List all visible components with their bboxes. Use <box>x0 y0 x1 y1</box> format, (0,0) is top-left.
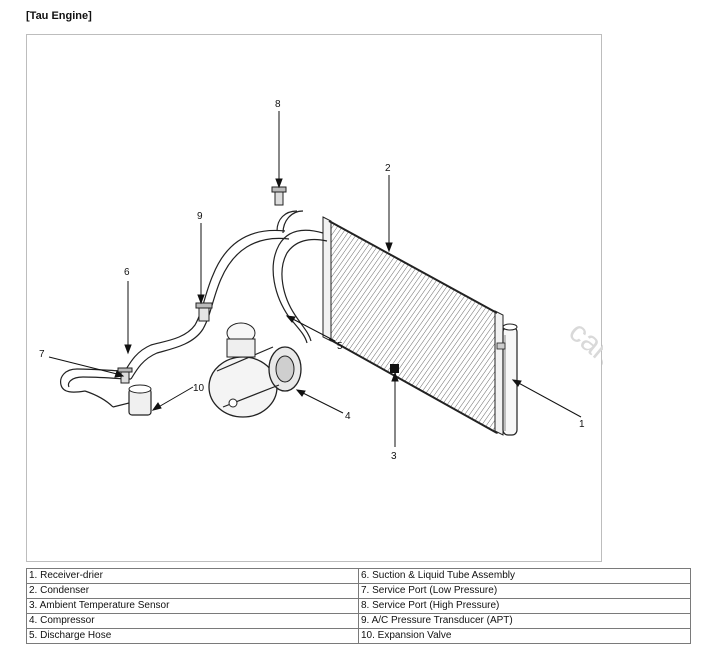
leader-lines <box>48 111 582 447</box>
suction-liquid-tube-assembly <box>60 229 290 408</box>
service-port-high-pressure <box>271 186 287 206</box>
legend-row: 4. Compressor 9. A/C Pressure Transducer… <box>26 613 691 629</box>
section-heading: [Tau Engine] <box>26 10 92 22</box>
diagram-frame: cardiagn.co <box>26 34 603 562</box>
callout-4: 4 <box>345 411 351 422</box>
legend-cell: 8. Service Port (High Pressure) <box>358 598 691 614</box>
ambient-temperature-sensor <box>390 364 399 373</box>
callout-9: 9 <box>197 211 203 222</box>
callout-8: 8 <box>275 99 281 110</box>
legend-cell: 5. Discharge Hose <box>26 628 359 644</box>
callout-3: 3 <box>391 451 397 462</box>
legend-cell: 6. Suction & Liquid Tube Assembly <box>358 568 691 584</box>
receiver-drier <box>496 323 518 436</box>
callout-10: 10 <box>193 383 205 394</box>
callout-1: 1 <box>579 419 585 430</box>
legend-row: 2. Condenser 7. Service Port (Low Pressu… <box>26 583 691 599</box>
condenser <box>322 216 504 436</box>
callout-6: 6 <box>124 267 130 278</box>
compressor <box>208 322 302 418</box>
legend-cell: 9. A/C Pressure Transducer (APT) <box>358 613 691 629</box>
ac-pressure-transducer <box>195 302 213 322</box>
legend-cell: 10. Expansion Valve <box>358 628 691 644</box>
callout-5: 5 <box>337 341 343 352</box>
ac-system-diagram: cardiagn.co <box>39 99 603 462</box>
legend-row: 5. Discharge Hose 10. Expansion Valve <box>26 628 691 644</box>
legend-cell: 1. Receiver-drier <box>26 568 359 584</box>
legend-cell: 4. Compressor <box>26 613 359 629</box>
legend-cell: 3. Ambient Temperature Sensor <box>26 598 359 614</box>
legend-cell: 7. Service Port (Low Pressure) <box>358 583 691 599</box>
legend-cell: 2. Condenser <box>26 583 359 599</box>
legend-row: 3. Ambient Temperature Sensor 8. Service… <box>26 598 691 614</box>
discharge-hose <box>272 210 328 344</box>
callout-7: 7 <box>39 349 45 360</box>
callout-2: 2 <box>385 163 391 174</box>
expansion-valve <box>112 384 152 416</box>
service-port-low-pressure <box>117 367 133 384</box>
parts-legend-table: 1. Receiver-drier 6. Suction & Liquid Tu… <box>26 568 691 644</box>
legend-row: 1. Receiver-drier 6. Suction & Liquid Tu… <box>26 568 691 584</box>
